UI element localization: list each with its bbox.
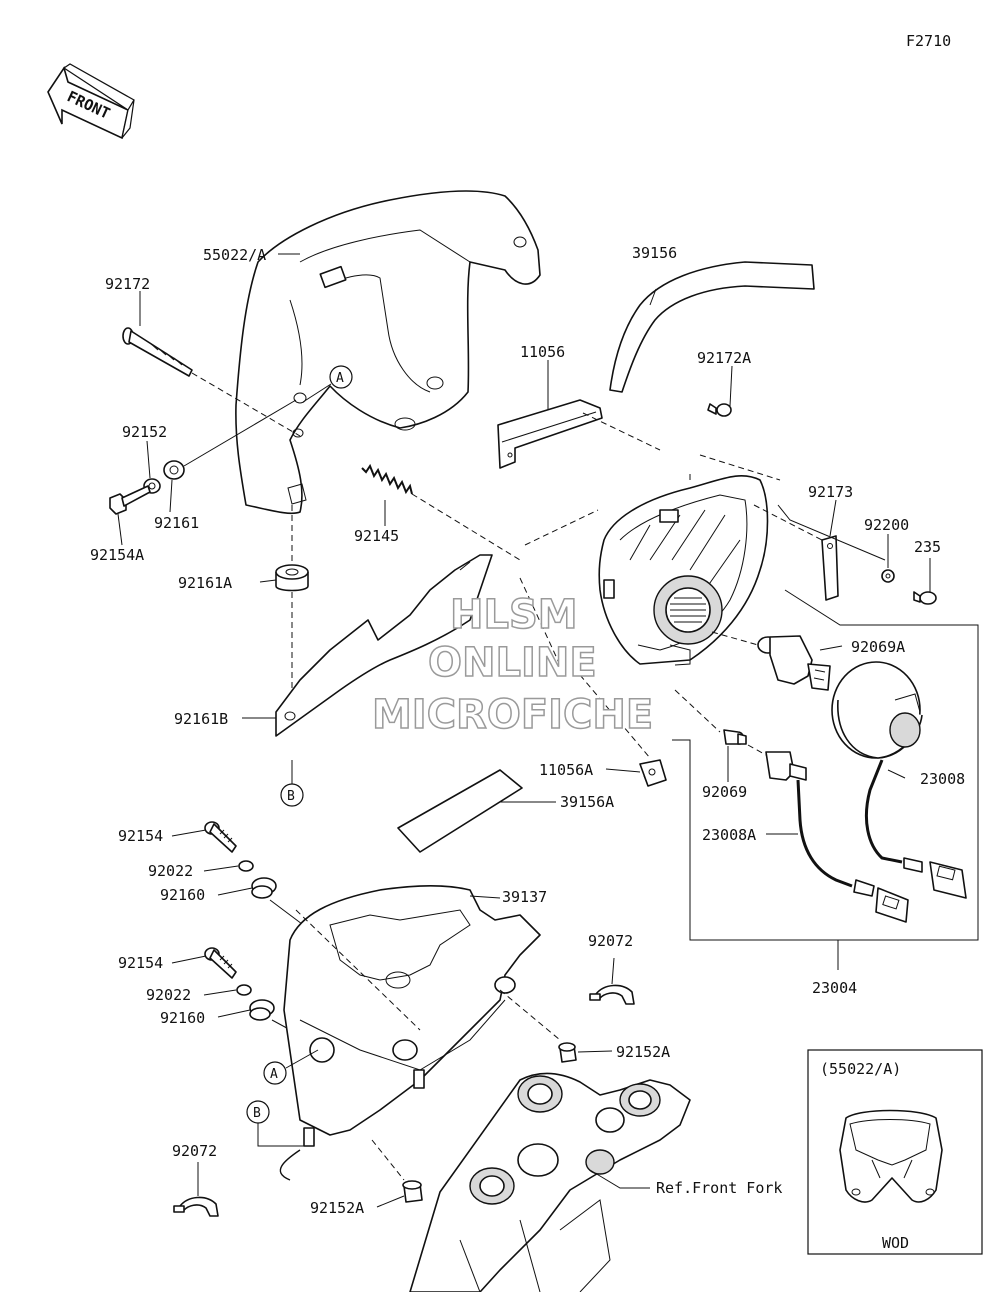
label-92172a: 92172A [697, 349, 751, 367]
label-11056a: 11056A [539, 761, 593, 779]
figure-code: F2710 [906, 32, 951, 50]
label-11056: 11056 [520, 343, 565, 361]
headlight-socket-part [831, 661, 967, 899]
front-fork-reference-part [409, 1072, 691, 1292]
position-bulb-part [723, 729, 747, 745]
label-235: 235 [914, 538, 941, 556]
collar-lower-part [402, 1180, 423, 1203]
flange-bolt-part [109, 485, 151, 515]
svg-text:B: B [253, 1106, 261, 1121]
label-92152a-lower: 92152A [310, 1199, 364, 1217]
rubber-damper-part [275, 564, 309, 592]
label-92160-lower: 92160 [160, 1009, 205, 1027]
headlight-housing-part [519, 475, 769, 666]
spring-part [361, 463, 521, 561]
svg-text:ONLINE: ONLINE [428, 640, 597, 686]
label-ref-front-fork: Ref.Front Fork [656, 1179, 782, 1197]
band-upper-part [589, 984, 635, 1005]
label-23004: 23004 [812, 979, 857, 997]
label-23008a: 23008A [702, 826, 756, 844]
label-92154a: 92154A [90, 546, 144, 564]
grommet-lower-part [249, 999, 275, 1021]
label-92172: 92172 [105, 275, 150, 293]
svg-text:HLSM: HLSM [450, 592, 578, 638]
label-92072-lower: 92072 [172, 1142, 217, 1160]
label-92072-upper: 92072 [588, 932, 633, 950]
washer-upper-part [238, 860, 254, 872]
label-92200: 92200 [864, 516, 909, 534]
pad-part [397, 769, 523, 853]
label-92152: 92152 [122, 423, 167, 441]
label-92069: 92069 [702, 783, 747, 801]
bolt-lower-part [204, 947, 237, 979]
inset-variant-box: (55022/A) WOD [807, 1049, 983, 1255]
label-92173: 92173 [808, 483, 853, 501]
label-92069a: 92069A [851, 638, 905, 656]
headlight-bulb-part [757, 635, 831, 691]
label-92161: 92161 [154, 514, 199, 532]
label-92161a: 92161A [178, 574, 232, 592]
callout-b-upper: B [280, 760, 304, 807]
inset-cowl-icon [839, 1109, 943, 1203]
label-92022-lower: 92022 [146, 986, 191, 1004]
label-39156a: 39156A [560, 793, 614, 811]
label-92152a-upper: 92152A [616, 1043, 670, 1061]
collar-upper-part [558, 1042, 577, 1063]
rubber-strip-part [609, 261, 815, 393]
inset-caption: WOD [882, 1234, 909, 1252]
svg-text:A: A [270, 1067, 278, 1082]
bracket-plate-part [275, 554, 493, 737]
label-39156: 39156 [632, 244, 677, 262]
label-92022-upper: 92022 [148, 862, 193, 880]
long-bolt-part [122, 327, 301, 437]
svg-text:B: B [287, 789, 295, 804]
callout-a-upper: A [302, 365, 353, 403]
inset-title: (55022/A) [820, 1060, 901, 1078]
grommet-part [163, 460, 185, 480]
bolt-upper-part [204, 821, 237, 853]
small-screw-part [913, 591, 937, 605]
washer-lower-part [236, 984, 252, 996]
label-92154-upper: 92154 [118, 827, 163, 845]
position-socket-part [765, 751, 909, 923]
svg-text:MICROFICHE: MICROFICHE [372, 692, 653, 738]
label-23008: 23008 [920, 770, 965, 788]
clip-nut-part [639, 759, 667, 787]
screw-part [707, 403, 732, 417]
label-55022a: 55022/A [203, 246, 266, 264]
bracket-part [497, 399, 603, 469]
callout-a-lower: A [263, 1049, 319, 1085]
strap-part [821, 535, 839, 601]
callout-b-lower: B [246, 1100, 304, 1147]
washer-part [881, 569, 895, 583]
label-92161b: 92161B [174, 710, 228, 728]
headlight-stay-part [279, 885, 541, 1181]
label-92145: 92145 [354, 527, 399, 545]
front-direction-arrow-icon: FRONT [47, 63, 135, 140]
label-92160-upper: 92160 [160, 886, 205, 904]
band-lower-part [173, 1196, 219, 1217]
svg-text:A: A [336, 371, 344, 386]
label-92154-lower: 92154 [118, 954, 163, 972]
label-39137: 39137 [502, 888, 547, 906]
headlight-cowl-part [235, 190, 541, 515]
grommet-upper-part [251, 877, 277, 899]
watermark: HLSM ONLINE MICROFICHE [371, 591, 654, 739]
